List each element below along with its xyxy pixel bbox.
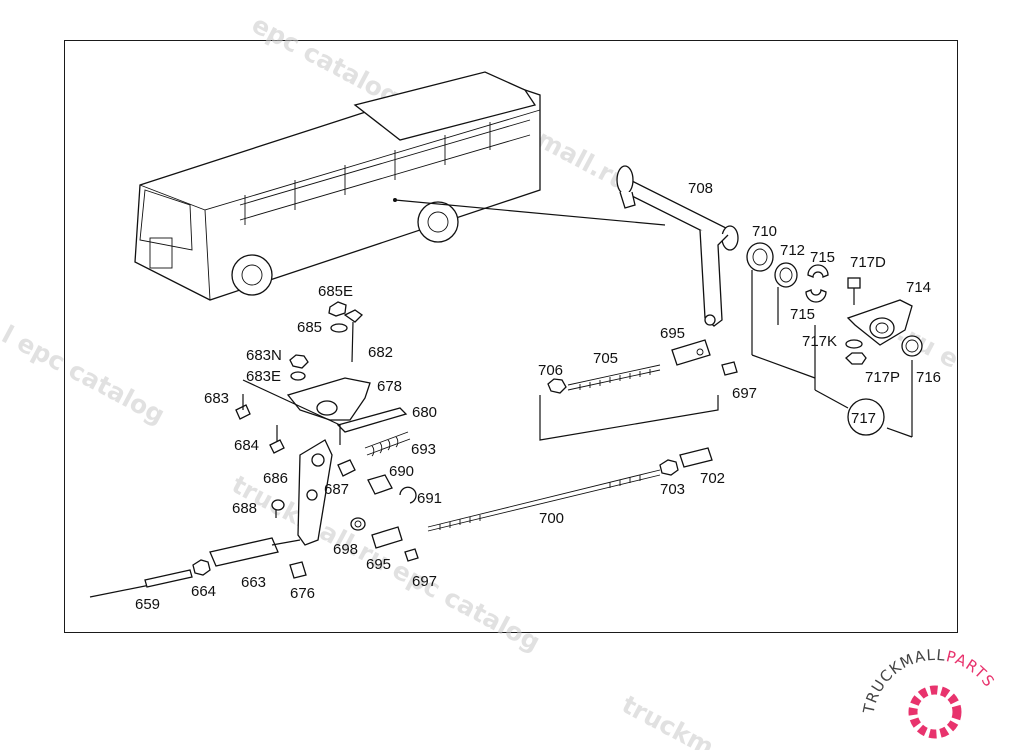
watermark-text: truckm xyxy=(617,690,719,750)
part-labels: 708 710 712 715 717D 714 695 715 717K 71… xyxy=(135,180,941,613)
cable-659-assembly xyxy=(89,537,307,598)
truckmall-parts-logo: TRUCKMALLPARTS xyxy=(859,646,998,739)
label-715-top: 715 xyxy=(810,249,835,266)
label-697-lower: 697 xyxy=(412,573,437,590)
rod-705 xyxy=(539,364,719,441)
bracket-678-assembly xyxy=(235,301,411,457)
label-685E: 685E xyxy=(318,283,353,300)
label-663: 663 xyxy=(241,574,266,591)
bearing-bracket-714 xyxy=(845,277,923,365)
label-708: 708 xyxy=(688,180,713,197)
label-697-upper: 697 xyxy=(732,385,757,402)
label-664: 664 xyxy=(191,583,216,600)
label-690: 690 xyxy=(389,463,414,480)
label-680: 680 xyxy=(412,404,437,421)
label-683E: 683E xyxy=(246,368,281,385)
label-717D: 717D xyxy=(850,254,886,271)
label-693: 693 xyxy=(411,441,436,458)
label-705: 705 xyxy=(593,350,618,367)
label-682: 682 xyxy=(368,344,393,361)
rod-700 xyxy=(427,447,713,532)
label-712: 712 xyxy=(780,242,805,259)
logo-text-accent: PARTS xyxy=(944,647,998,691)
label-683: 683 xyxy=(204,390,229,407)
label-688: 688 xyxy=(232,500,257,517)
label-685: 685 xyxy=(297,319,322,336)
label-714: 714 xyxy=(906,279,931,296)
group-717-leaders xyxy=(751,270,913,438)
label-717K: 717K xyxy=(802,333,837,350)
gear-icon xyxy=(908,685,962,739)
label-717P: 717P xyxy=(865,369,900,386)
clevis-695-upper xyxy=(671,339,738,376)
label-716: 716 xyxy=(916,369,941,386)
label-687: 687 xyxy=(324,481,349,498)
lever-686-assembly xyxy=(271,439,419,562)
label-691: 691 xyxy=(417,490,442,507)
label-659: 659 xyxy=(135,596,160,613)
label-703: 703 xyxy=(660,481,685,498)
label-695-upper: 695 xyxy=(660,325,685,342)
label-683N: 683N xyxy=(246,347,282,364)
label-717: 717 xyxy=(851,410,876,427)
diagram-frame xyxy=(64,40,958,633)
label-686: 686 xyxy=(263,470,288,487)
watermark-text: epc catalog xyxy=(247,10,404,112)
watermark-text: l epc catalog xyxy=(0,320,170,430)
label-715-lower: 715 xyxy=(790,306,815,323)
bushings-710-712-715 xyxy=(746,242,829,303)
label-698: 698 xyxy=(333,541,358,558)
label-695-lower: 695 xyxy=(366,556,391,573)
label-710: 710 xyxy=(752,223,777,240)
label-684: 684 xyxy=(234,437,259,454)
label-678: 678 xyxy=(377,378,402,395)
part-708-shaft xyxy=(616,165,739,327)
label-706: 706 xyxy=(538,362,563,379)
bus-illustration xyxy=(134,71,666,301)
label-702: 702 xyxy=(700,470,725,487)
label-700: 700 xyxy=(539,510,564,527)
label-676: 676 xyxy=(290,585,315,602)
